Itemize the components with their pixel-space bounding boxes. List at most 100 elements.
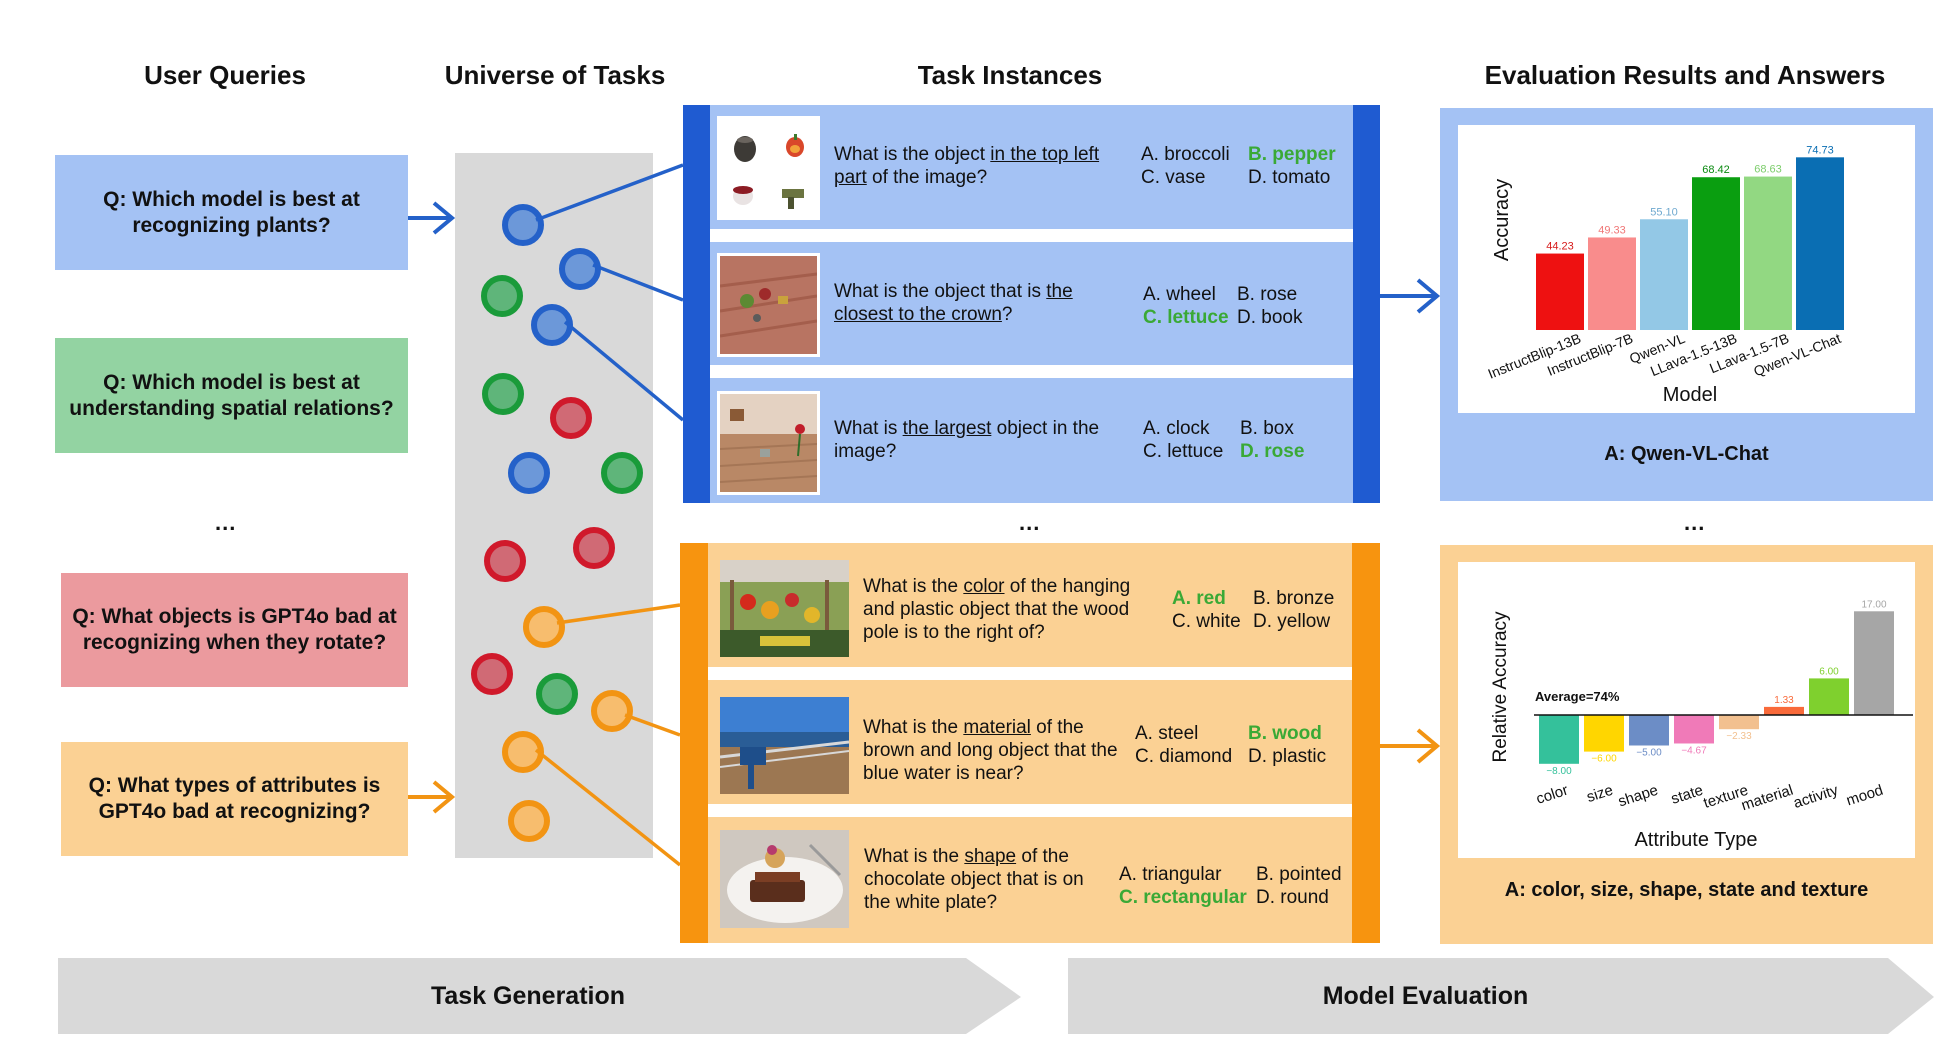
arrow-query-orange xyxy=(408,780,456,814)
option-correct: B. wood xyxy=(1248,723,1322,744)
task-generation-label: Task Generation xyxy=(430,981,626,1010)
task-node-red xyxy=(484,540,526,582)
bar-value-label: 68.42 xyxy=(1702,164,1730,176)
bar-value-label: −2.33 xyxy=(1726,731,1752,742)
x-axis-label: Attribute Type xyxy=(1634,829,1757,851)
task-node-blue xyxy=(508,452,550,494)
arrow-query-blue xyxy=(408,201,456,235)
y-axis-label: Relative Accuracy xyxy=(1490,611,1511,763)
option: C. lettuce xyxy=(1143,441,1224,462)
option-correct: C. rectangular xyxy=(1119,887,1247,908)
option: B. pointed xyxy=(1256,864,1342,885)
bar xyxy=(1744,176,1792,330)
option-correct: D. rose xyxy=(1240,441,1305,462)
results-ellipsis: ... xyxy=(1684,510,1706,535)
task-question: What is the object in the top left part … xyxy=(834,144,1100,188)
tick-label: mood xyxy=(1844,782,1885,810)
average-annotation: Average=74% xyxy=(1535,689,1620,704)
bar xyxy=(1629,715,1669,746)
task-node-orange xyxy=(523,606,565,648)
model-accuracy-chart: 44.23InstructBlip-13B49.33InstructBlip-7… xyxy=(1485,144,1844,406)
queries-ellipsis: ... xyxy=(215,510,237,535)
option-correct: A. red xyxy=(1172,588,1226,609)
option: D. tomato xyxy=(1248,167,1331,188)
bar-value-label: 17.00 xyxy=(1861,599,1886,610)
option: A. wheel xyxy=(1143,284,1216,305)
task-question: What is the color of the hanging and pla… xyxy=(863,576,1131,643)
bar-value-label: 68.63 xyxy=(1754,164,1782,176)
header-user-queries: User Queries xyxy=(144,60,306,90)
tick-label: color xyxy=(1534,782,1570,808)
bar xyxy=(1854,611,1894,715)
task-node-blue xyxy=(502,204,544,246)
option: B. box xyxy=(1240,418,1294,439)
option: A. broccoli xyxy=(1141,144,1230,165)
bar xyxy=(1796,157,1844,330)
y-axis-label: Accuracy xyxy=(1491,179,1513,261)
option: D. book xyxy=(1237,307,1303,328)
bar xyxy=(1588,237,1636,330)
option: D. plastic xyxy=(1248,746,1327,767)
bar-value-label: 44.23 xyxy=(1546,241,1574,253)
bar-value-label: 74.73 xyxy=(1806,144,1834,156)
orange-panel-left-bar xyxy=(680,543,708,943)
task-node-red xyxy=(550,397,592,439)
task-node-green xyxy=(481,275,523,317)
market-stall-thumbnail xyxy=(717,557,852,660)
pier-thumbnail xyxy=(717,694,852,797)
query-rotation: Q: What objects is GPT4o bad at recogniz… xyxy=(61,573,408,687)
option: A. steel xyxy=(1135,723,1199,744)
option: C. diamond xyxy=(1135,746,1233,767)
task-question: What is the object that is the closest t… xyxy=(834,281,1073,325)
task-node-orange xyxy=(591,690,633,732)
bar xyxy=(1539,715,1579,764)
dessert-thumbnail xyxy=(717,827,852,931)
bar-value-label: 6.00 xyxy=(1819,666,1839,677)
task-node-orange xyxy=(508,800,550,842)
task-node-green xyxy=(601,452,643,494)
option: D. yellow xyxy=(1253,611,1331,632)
option: B. rose xyxy=(1237,284,1298,305)
arrow-results-blue xyxy=(1380,278,1441,314)
tick-label: state xyxy=(1669,782,1705,808)
bar-value-label: −6.00 xyxy=(1591,754,1617,765)
bar-value-label: 1.33 xyxy=(1774,695,1794,706)
model-evaluation-label: Model Evaluation xyxy=(1322,981,1529,1010)
task-node-orange xyxy=(502,731,544,773)
header-universe-of-tasks: Universe of Tasks xyxy=(444,60,666,90)
answer-orange: A: color, size, shape, state and texture xyxy=(1504,879,1869,901)
universe-of-tasks-panel xyxy=(455,153,653,858)
query-attributes: Q: What types of attributes is GPT4o bad… xyxy=(61,742,408,856)
x-axis-label: Model xyxy=(1663,384,1717,406)
arrow-results-orange xyxy=(1380,728,1441,764)
object-grid-thumbnail xyxy=(717,116,820,220)
attribute-relative-accuracy-chart: −8.00color−6.00size−5.00shape−4.67state−… xyxy=(1490,599,1913,851)
task-node-red xyxy=(573,527,615,569)
bar xyxy=(1536,253,1584,330)
option: B. bronze xyxy=(1253,588,1335,609)
bar xyxy=(1764,706,1804,715)
bar xyxy=(1584,715,1624,752)
model-evaluation-band-shape xyxy=(1068,958,1934,1034)
bar xyxy=(1674,715,1714,744)
table-scene-thumbnail xyxy=(717,253,820,357)
bar-value-label: 49.33 xyxy=(1598,224,1626,236)
bar-value-label: −5.00 xyxy=(1636,748,1662,759)
floor-scene-thumbnail xyxy=(717,391,820,495)
task-node-blue xyxy=(531,304,573,346)
tick-label: material xyxy=(1739,782,1795,815)
task-node-green xyxy=(536,673,578,715)
bar xyxy=(1809,678,1849,715)
bar-value-label: −4.67 xyxy=(1681,745,1707,756)
option-correct: B. pepper xyxy=(1248,144,1336,165)
tick-label: size xyxy=(1585,782,1616,806)
orange-panel-right-bar xyxy=(1352,543,1380,943)
header-evaluation-results: Evaluation Results and Answers xyxy=(1484,60,1886,90)
bar-value-label: −8.00 xyxy=(1546,766,1572,777)
bar-value-label: 55.10 xyxy=(1650,206,1678,218)
query-plants: Q: Which model is best at recognizing pl… xyxy=(55,155,408,270)
blue-panel-right-bar xyxy=(1353,105,1380,503)
bar xyxy=(1640,219,1688,330)
option: A. triangular xyxy=(1119,864,1222,885)
bar xyxy=(1692,177,1740,330)
